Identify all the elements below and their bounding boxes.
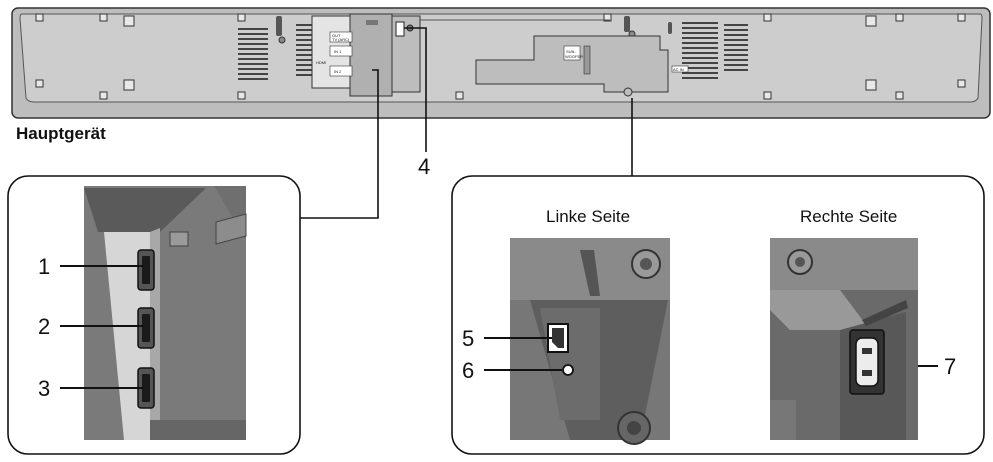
vent-grille-left (238, 24, 318, 80)
hdmi-out-marking: OUT (332, 33, 341, 38)
main-unit: OUT TV (ARC) IN 1 HDMI IN 2 SUB- WOOFER … (11, 7, 991, 119)
hdmi-marking: HDMI (316, 60, 326, 65)
hook-features (276, 16, 672, 44)
left-side-label: Linke Seite (546, 207, 630, 226)
ac-in-marking: AC IN (673, 67, 684, 72)
right-side-photo (770, 238, 918, 440)
right-side-label: Rechte Seite (800, 207, 897, 226)
callout-6: 6 (462, 358, 474, 383)
callout-7: 7 (944, 354, 956, 379)
in1-marking: IN 1 (334, 49, 342, 54)
callout-lines-left (60, 265, 144, 389)
service-jack (562, 364, 574, 376)
callout-3: 3 (38, 376, 50, 401)
hdmi-detail-panel: 1 2 3 (7, 175, 301, 455)
hdmi-port-in2 (137, 367, 155, 409)
left-side-photo (510, 238, 670, 445)
ac-inlet (849, 329, 885, 395)
in2-marking: IN 2 (334, 69, 342, 74)
woofer-marking: WOOFER (565, 54, 583, 59)
power-block: SUB- WOOFER AC IN (475, 35, 689, 97)
callout-1: 1 (38, 254, 50, 279)
main-unit-inner-panel (19, 13, 983, 103)
callout-2: 2 (38, 314, 50, 339)
sub-marking: SUB- (566, 49, 576, 54)
side-detail-panel: Linke Seite Rechte Seite 5 6 (451, 175, 985, 455)
callout-4: 4 (418, 154, 430, 179)
hdmi-port-out-arc (137, 249, 155, 291)
leader-lines (300, 27, 633, 219)
vent-grille-right (682, 22, 748, 79)
hdmi-port-in1 (137, 307, 155, 349)
arc-marking: TV (ARC) (332, 37, 350, 42)
mounting-holes (35, 13, 966, 100)
main-unit-label: Hauptgerät (16, 124, 106, 143)
hdmi-terminal-panel: OUT TV (ARC) IN 1 HDMI IN 2 (311, 13, 393, 97)
callout-5: 5 (462, 326, 474, 351)
hdmi-detail-photo (84, 186, 247, 440)
